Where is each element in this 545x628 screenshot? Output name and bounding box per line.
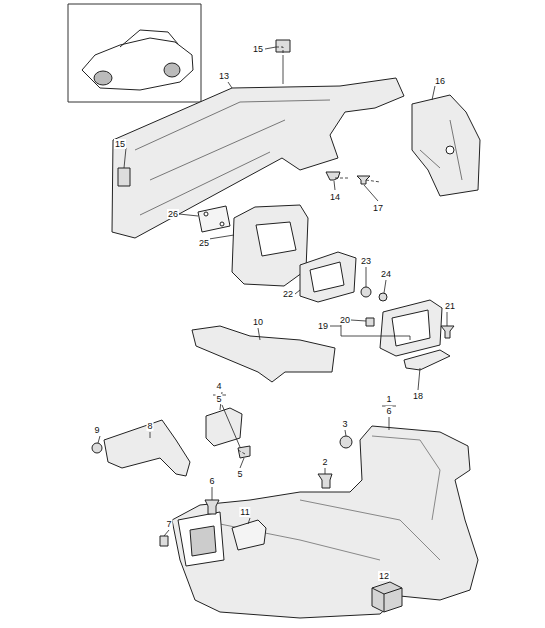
callout-number: 17 xyxy=(372,203,384,213)
bracket xyxy=(104,420,190,476)
callout-number: 19 xyxy=(317,321,329,331)
callout-number: 6 xyxy=(208,476,215,486)
callout-number: 2 xyxy=(321,457,328,467)
cover-panel xyxy=(192,326,335,382)
callout-number: 16 xyxy=(434,76,446,86)
callout-number: 1 xyxy=(385,394,392,404)
air-duct xyxy=(172,426,478,618)
callout-number: 10 xyxy=(252,317,264,327)
callout-number: 5 xyxy=(236,469,243,479)
callout-number: 9 xyxy=(93,425,100,435)
callout-number: 26 xyxy=(167,209,179,219)
callout-number: 4 xyxy=(215,381,222,391)
callout-number: 24 xyxy=(380,269,392,279)
vent-grille xyxy=(380,300,442,356)
rear-trim xyxy=(412,95,480,196)
callout-number: 8 xyxy=(146,421,153,431)
callout-number: 25 xyxy=(198,238,210,248)
callout-number: 22 xyxy=(282,289,294,299)
callout-number: 14 xyxy=(329,192,341,202)
callout-number: 12 xyxy=(378,571,390,581)
thumbnail-frame xyxy=(68,4,201,102)
callout-number: 15 xyxy=(114,139,126,149)
car-thumbnail xyxy=(82,38,193,90)
callout-number: 18 xyxy=(412,391,424,401)
callout-number: 13 xyxy=(218,71,230,81)
holder xyxy=(206,408,242,446)
callout-number: 11 xyxy=(239,507,250,517)
callout-number: 6 xyxy=(385,406,392,416)
callout-number: 3 xyxy=(341,419,348,429)
callout-number: 21 xyxy=(444,301,456,311)
callout-number: 20 xyxy=(339,315,351,325)
cover-strip xyxy=(404,350,450,370)
leader-lines xyxy=(98,47,447,536)
callout-number: 5 xyxy=(215,394,222,404)
callout-number: 23 xyxy=(360,256,372,266)
housing xyxy=(232,205,308,286)
callout-number: 15 xyxy=(252,44,264,54)
frame xyxy=(300,252,356,302)
callout-number: 7 xyxy=(165,519,172,529)
